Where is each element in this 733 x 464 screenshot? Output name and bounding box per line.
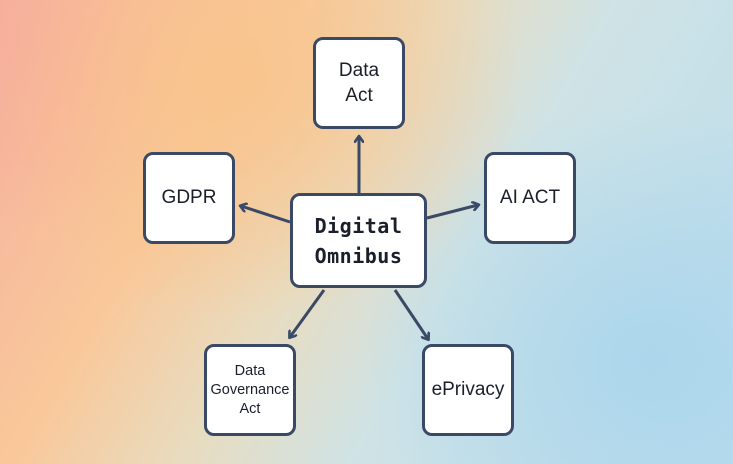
arrow-to-ai-act (426, 205, 478, 220)
digital-omnibus-label-line1: Digital (314, 213, 403, 238)
gdpr-node: GDPR (143, 152, 235, 244)
ai-act-label: AI ACT (499, 187, 561, 208)
arrow-to-data-governance-act (290, 289, 326, 337)
gdpr-label: GDPR (161, 187, 217, 208)
digital-omnibus-node: Digital Omnibus (290, 193, 427, 288)
arrow-to-eprivacy (393, 289, 428, 339)
data-act-node: Data Act (313, 37, 405, 129)
data-governance-act-label-line3: Act (239, 400, 261, 417)
data-governance-act-label-line2: Governance (210, 381, 290, 398)
data-act-label-line2: Act (345, 85, 373, 106)
eprivacy-node: ePrivacy (422, 344, 514, 436)
arrow-to-gdpr (241, 206, 291, 224)
eprivacy-label: ePrivacy (431, 379, 505, 400)
data-governance-act-label-line1: Data (234, 362, 266, 379)
ai-act-node: AI ACT (484, 152, 576, 244)
digital-omnibus-label-line2: Omnibus (314, 243, 403, 268)
data-governance-act-node: Data Governance Act (204, 344, 296, 436)
data-act-label-line1: Data (338, 60, 380, 81)
